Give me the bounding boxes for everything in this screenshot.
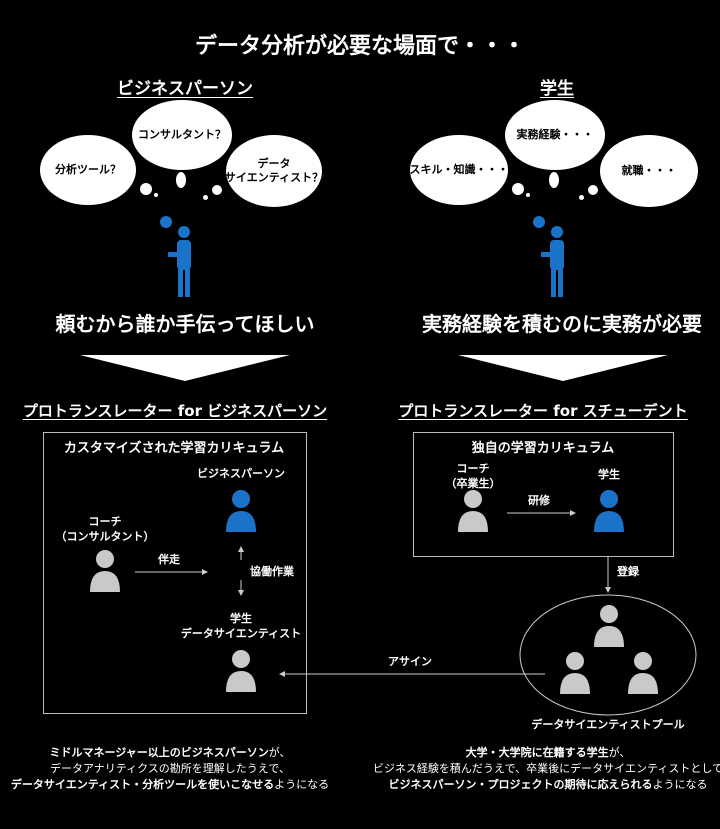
assign-label: アサイン bbox=[388, 655, 432, 668]
collab-label: 協働作業 bbox=[250, 565, 294, 578]
summary-text: が、 bbox=[608, 746, 631, 759]
thought-text: スキル・知識・・・ bbox=[409, 162, 509, 176]
summary-bold: ビジネスパーソン・プロジェクトの期待に応えられる bbox=[388, 777, 653, 791]
person-icon-grey bbox=[560, 652, 590, 694]
summary-text: ビジネス経験を積んだうえで、卒業後にデータサイエンティストとして bbox=[372, 761, 720, 775]
register-label: 登録 bbox=[617, 565, 639, 578]
person-icon-grey bbox=[90, 550, 120, 592]
down-arrow-icon bbox=[80, 355, 290, 381]
pool-label: データサイエンティストプール bbox=[531, 718, 685, 731]
summary-bold: データサイエンティスト・分析ツールを使いこなせる bbox=[10, 777, 275, 791]
student-label: 学生 bbox=[598, 468, 620, 481]
person-icon-blue bbox=[594, 490, 624, 532]
thought-cloud: 分析ツール？ bbox=[40, 135, 136, 205]
summary-bold: 大学・大学院に在籍する学生 bbox=[465, 746, 609, 759]
thought-cloud: データ サイエンティスト？ bbox=[224, 135, 324, 207]
down-arrow-icon bbox=[458, 355, 668, 381]
thought-cloud: 就職・・・ bbox=[600, 135, 698, 207]
box-title: 独自の学習カリキュラム bbox=[471, 441, 615, 456]
left-need: 頼むから誰か手伝ってほしい bbox=[55, 312, 315, 336]
thought-text: 就職・・・ bbox=[621, 163, 677, 177]
summary-bold: ミドルマネージャー以上のビジネスパーソン bbox=[49, 746, 269, 759]
right-program-title: プロトランスレーター for スチューデント bbox=[398, 402, 688, 420]
coach-label: コーチ （コンサルタント） bbox=[55, 515, 155, 543]
thought-text: データ サイエンティスト？ bbox=[224, 156, 324, 184]
thought-text: 実務経験・・・ bbox=[516, 127, 594, 141]
left-program-title: プロトランスレーター for ビジネスパーソン bbox=[22, 402, 328, 420]
coach-label: コーチ （卒業生） bbox=[445, 462, 501, 490]
person-icon-grey bbox=[226, 650, 256, 692]
thought-cloud: コンサルタント？ bbox=[132, 100, 232, 170]
thought-text: コンサルタント？ bbox=[138, 127, 226, 141]
thought-text: 分析ツール？ bbox=[55, 162, 121, 176]
summary-text: ようになる bbox=[274, 777, 330, 791]
business-label: ビジネスパーソン bbox=[197, 467, 285, 480]
thinking-person-icon bbox=[533, 216, 564, 297]
summary-text: ようになる bbox=[652, 777, 708, 791]
box-title: カスタマイズされた学習カリキュラム bbox=[63, 441, 285, 456]
person-icon-grey bbox=[594, 605, 624, 647]
right-need: 実務経験を積むのに実務が必要 bbox=[422, 312, 702, 336]
left-heading: ビジネスパーソン bbox=[117, 79, 253, 99]
thought-cloud: スキル・知識・・・ bbox=[409, 135, 509, 205]
person-icon-grey bbox=[628, 652, 658, 694]
person-icon-grey bbox=[458, 490, 488, 532]
student-label: 学生 データサイエンティスト bbox=[180, 612, 302, 640]
training-label: 研修 bbox=[528, 494, 550, 507]
right-heading: 学生 bbox=[540, 79, 574, 99]
person-icon-blue bbox=[226, 490, 256, 532]
thinking-person-icon bbox=[160, 216, 191, 297]
right-summary: 大学・大学院に在籍する学生が、 ビジネス経験を積んだうえで、卒業後にデータサイエ… bbox=[373, 745, 720, 793]
summary-text: が、 bbox=[268, 746, 291, 759]
summary-text: データアナリティクスの勘所を理解したうえで、 bbox=[49, 761, 291, 775]
left-summary: ミドルマネージャー以上のビジネスパーソンが、 データアナリティクスの勘所を理解し… bbox=[11, 745, 329, 793]
right-curriculum-box bbox=[413, 432, 674, 557]
main-title: データ分析が必要な場面で・・・ bbox=[194, 34, 526, 59]
left-curriculum-box bbox=[43, 432, 307, 714]
accompany-label: 伴走 bbox=[158, 553, 180, 566]
thought-cloud: 実務経験・・・ bbox=[505, 100, 605, 170]
